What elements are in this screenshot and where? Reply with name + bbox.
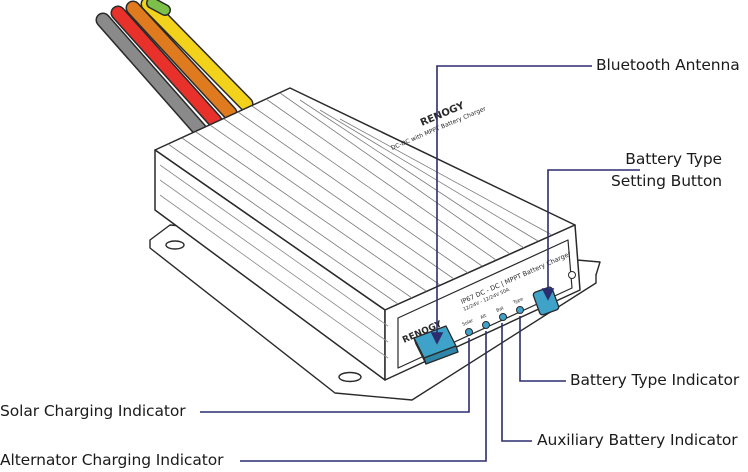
indicator-leds [465, 306, 524, 336]
leader-battery-type-button [547, 169, 640, 292]
label-auxiliary-battery-indicator: Auxiliary Battery Indicator [537, 431, 738, 449]
label-battery-type-setting-button-line2: Setting Button [611, 172, 722, 190]
led-label-bat: Bat [495, 305, 505, 314]
alternator-led [482, 321, 490, 329]
charger-housing [154, 87, 581, 381]
label-bluetooth-antenna: Bluetooth Antenna [596, 56, 740, 74]
battery-type-led [516, 306, 524, 314]
label-battery-type-setting-button: Battery Type Setting Button [600, 148, 722, 192]
solar-led [465, 328, 473, 336]
leader-solar [200, 338, 470, 413]
label-alternator-charging-indicator: Alternator Charging Indicator [0, 451, 224, 469]
label-solar-charging-indicator: Solar Charging Indicator [0, 402, 186, 420]
wire-bundle [95, 0, 254, 138]
led-label-solar: Solar [461, 318, 474, 328]
auxiliary-battery-led [499, 313, 507, 321]
leader-battery-type-indicator [519, 316, 566, 382]
side-ridges [159, 164, 389, 359]
leader-lines [200, 65, 640, 462]
flange-hole-left [165, 240, 185, 250]
front-screw [568, 271, 576, 279]
led-label-type: Type [511, 296, 524, 306]
label-battery-type-setting-button-line1: Battery Type [625, 150, 722, 168]
heat-sink-fins [167, 92, 553, 305]
led-label-alt: Alt [479, 313, 487, 321]
battery-type-setting-button [532, 286, 560, 316]
label-battery-type-indicator: Battery Type Indicator [570, 371, 740, 389]
leader-bluetooth [436, 65, 592, 336]
bluetooth-antenna-module [413, 325, 459, 365]
flange-hole-front [338, 371, 362, 383]
leader-auxiliary-battery [501, 323, 532, 442]
leader-alternator [240, 331, 487, 462]
